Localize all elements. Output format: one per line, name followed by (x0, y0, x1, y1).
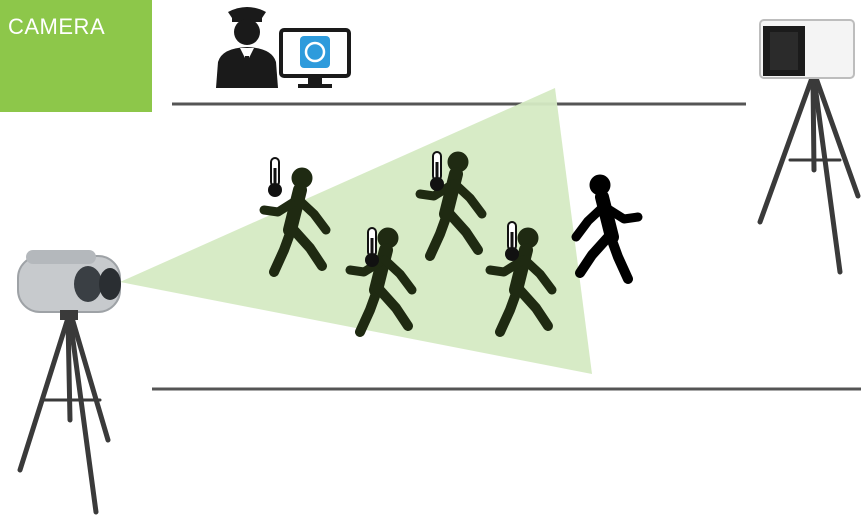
thermometer-icon (365, 228, 379, 267)
security-guard-icon (216, 7, 278, 88)
tripod (760, 78, 858, 272)
blackbody-calibrator (760, 20, 854, 78)
thermometer-icon (268, 158, 282, 197)
tripod (20, 318, 108, 512)
thermometer-icon (505, 222, 519, 261)
walking-person-icon (576, 175, 638, 279)
computer-monitor-icon (281, 30, 349, 88)
thermometer-icon (430, 152, 444, 191)
camera-label: CAMERA (0, 0, 152, 112)
camera-label-text: CAMERA (8, 14, 105, 40)
binocular-thermal-camera (18, 250, 121, 320)
